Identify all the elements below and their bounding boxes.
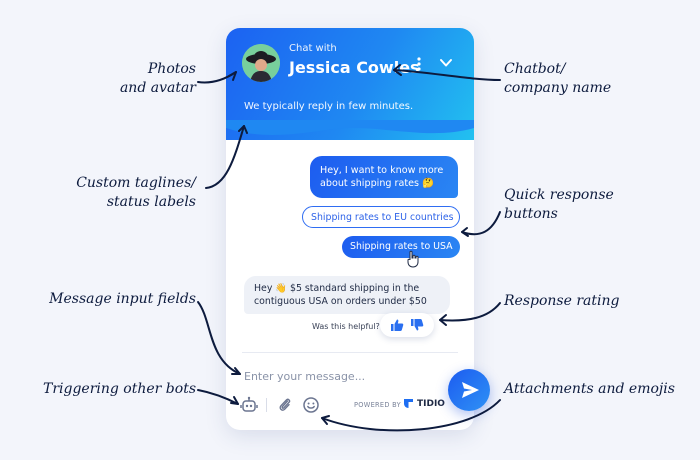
annotation-quick-response: Quick response buttons (504, 186, 654, 224)
bot-icon[interactable] (240, 396, 258, 414)
paperclip-icon[interactable] (276, 396, 294, 414)
quick-reply-usa-button[interactable]: Shipping rates to USA (342, 236, 460, 258)
bot-message: Hey 👋 $5 standard shipping in the contig… (244, 276, 450, 314)
chat-widget: Chat with Jessica Cowles We typically re… (226, 28, 474, 430)
annotation-line: Quick response (504, 187, 614, 203)
annotation-line: Chatbot/ (504, 61, 566, 77)
annotation-line: Photos (147, 61, 196, 77)
annotation-message-input: Message input fields (26, 290, 196, 309)
annotation-line: Triggering other bots (42, 381, 196, 397)
chevron-down-icon[interactable] (438, 56, 454, 70)
annotation-taglines: Custom taglines/ status labels (60, 174, 196, 212)
tidio-logo-icon (404, 399, 413, 408)
header-wave (226, 120, 474, 135)
send-icon (462, 382, 479, 398)
annotation-line: Response rating (504, 293, 620, 309)
toolbar-separator (266, 398, 267, 412)
composer-divider (242, 352, 458, 353)
send-button[interactable] (448, 369, 490, 411)
annotation-line: status labels (106, 194, 196, 210)
annotation-chatbot-name: Chatbot/ company name (504, 60, 654, 98)
avatar-photo-icon (242, 44, 280, 82)
annotation-line: company name (504, 80, 612, 96)
annotation-line: buttons (504, 206, 558, 222)
annotation-response-rating: Response rating (504, 292, 654, 311)
agent-avatar (242, 44, 280, 82)
annotation-line: Attachments and emojis (504, 381, 675, 397)
message-input[interactable] (244, 368, 434, 384)
status-tagline: We typically reply in few minutes. (244, 101, 414, 112)
helpful-label: Was this helpful? (312, 322, 380, 331)
annotation-line: Custom taglines/ (76, 175, 196, 191)
thumbs-down-icon[interactable] (409, 317, 425, 333)
hand-cursor-icon (407, 250, 419, 268)
smiley-icon[interactable] (302, 396, 320, 414)
response-rating (380, 313, 434, 337)
powered-by-label: POWERED BY (354, 401, 401, 409)
annotation-line: Message input fields (49, 291, 196, 307)
annotation-attachments: Attachments and emojis (504, 380, 694, 399)
chat-with-label: Chat with (289, 43, 337, 54)
annotation-triggering-bots: Triggering other bots (26, 380, 196, 399)
quick-reply-eu-button[interactable]: Shipping rates to EU countries (302, 206, 460, 228)
more-vertical-icon[interactable] (414, 56, 424, 72)
annotation-photos-avatar: Photos and avatar (90, 60, 196, 98)
agent-name: Jessica Cowles (289, 58, 420, 77)
user-message: Hey, I want to know more about shipping … (310, 156, 458, 198)
annotation-line: and avatar (119, 80, 196, 96)
brand-name: TIDIO (417, 399, 445, 409)
thumbs-up-icon[interactable] (389, 317, 405, 333)
